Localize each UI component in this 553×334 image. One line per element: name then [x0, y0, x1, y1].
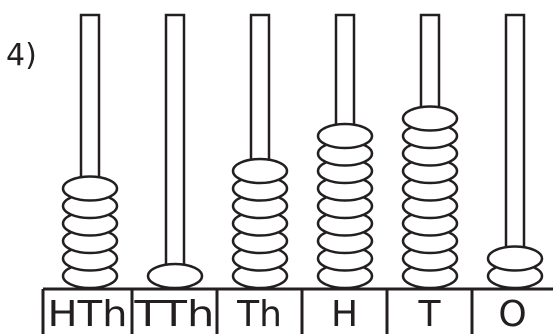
abacus-column-hth: [61, 13, 119, 290]
abacus-rod: [164, 13, 186, 286]
abacus-bead: [486, 245, 544, 272]
place-value-label-t: T: [418, 294, 442, 334]
place-value-label-hth: HTh: [48, 294, 128, 334]
place-value-label-tth: TTh: [133, 294, 214, 334]
abacus-column-t: [401, 13, 459, 290]
place-value-label-th: Th: [236, 294, 282, 334]
abacus-bead: [401, 105, 459, 132]
abacus-column-tth: [146, 13, 204, 290]
abacus-column-th: [231, 13, 289, 290]
abacus-rod: [504, 13, 526, 286]
abacus-column-h: [316, 13, 374, 290]
abacus-bead: [231, 157, 289, 185]
place-value-label-h: H: [331, 294, 358, 334]
abacus-bead: [61, 175, 119, 202]
abacus-bead: [316, 122, 374, 150]
place-value-label-o: O: [498, 294, 526, 334]
abacus-bead: [146, 262, 204, 290]
question-number: 4): [6, 38, 37, 73]
abacus-column-o: [486, 13, 544, 290]
